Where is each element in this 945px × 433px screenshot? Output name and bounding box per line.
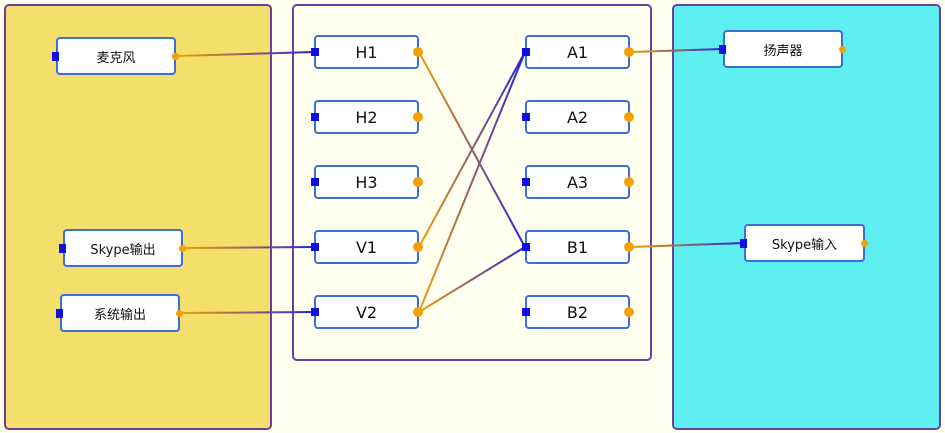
node-label: 系统输出 bbox=[93, 307, 146, 323]
output-port[interactable] bbox=[861, 239, 868, 247]
node-label: 麦克风 bbox=[96, 50, 136, 66]
input-port[interactable] bbox=[522, 178, 530, 186]
node-system-output[interactable]: 系统输出 bbox=[56, 294, 183, 332]
bus-a3[interactable]: A3 bbox=[522, 165, 634, 199]
input-port[interactable] bbox=[522, 308, 530, 316]
input-port[interactable] bbox=[522, 48, 530, 56]
bus-label: B1 bbox=[566, 237, 589, 257]
input-port[interactable] bbox=[311, 113, 319, 121]
input-port[interactable] bbox=[311, 178, 319, 186]
bus-a1[interactable]: A1 bbox=[522, 35, 634, 69]
node-microphone[interactable]: 麦克风 bbox=[52, 37, 179, 75]
output-port[interactable] bbox=[176, 309, 183, 317]
input-port[interactable] bbox=[719, 44, 726, 54]
bus-label: A1 bbox=[566, 42, 589, 62]
node-label: Skype输出 bbox=[90, 242, 156, 258]
bus-b1[interactable]: B1 bbox=[522, 230, 634, 264]
output-port[interactable] bbox=[413, 47, 423, 57]
bus-label: H3 bbox=[355, 172, 378, 192]
output-port[interactable] bbox=[172, 52, 179, 60]
output-port[interactable] bbox=[179, 244, 186, 252]
input-port[interactable] bbox=[59, 243, 66, 253]
input-port[interactable] bbox=[740, 238, 747, 248]
bus-label: V1 bbox=[355, 237, 378, 257]
node-skype-output[interactable]: Skype输出 bbox=[59, 229, 186, 267]
bus-v1[interactable]: V1 bbox=[311, 230, 423, 264]
bus-label: V2 bbox=[355, 302, 378, 322]
output-port[interactable] bbox=[624, 242, 634, 252]
output-port[interactable] bbox=[624, 47, 634, 57]
bus-v2[interactable]: V2 bbox=[311, 295, 423, 329]
output-port[interactable] bbox=[413, 112, 423, 122]
bus-a2[interactable]: A2 bbox=[522, 100, 634, 134]
input-port[interactable] bbox=[311, 48, 319, 56]
output-port[interactable] bbox=[839, 45, 846, 53]
output-devices-panel bbox=[672, 4, 941, 430]
bus-h3[interactable]: H3 bbox=[311, 165, 423, 199]
bus-label: A3 bbox=[566, 172, 589, 192]
bus-h2[interactable]: H2 bbox=[311, 100, 423, 134]
input-port[interactable] bbox=[56, 308, 63, 318]
bus-h1[interactable]: H1 bbox=[311, 35, 423, 69]
bus-label: B2 bbox=[566, 302, 589, 322]
input-port[interactable] bbox=[52, 51, 59, 61]
node-label: 扬声器 bbox=[763, 43, 803, 59]
output-port[interactable] bbox=[624, 177, 634, 187]
bus-label: H1 bbox=[355, 42, 378, 62]
input-port[interactable] bbox=[522, 243, 530, 251]
bus-b2[interactable]: B2 bbox=[522, 295, 634, 329]
input-port[interactable] bbox=[522, 113, 530, 121]
input-port[interactable] bbox=[311, 308, 319, 316]
output-port[interactable] bbox=[413, 242, 423, 252]
node-speaker[interactable]: 扬声器 bbox=[719, 30, 846, 68]
bus-label: H2 bbox=[355, 107, 378, 127]
node-label: Skype输入 bbox=[771, 237, 838, 253]
input-port[interactable] bbox=[311, 243, 319, 251]
input-devices-panel bbox=[4, 4, 272, 430]
output-port[interactable] bbox=[413, 177, 423, 187]
output-port[interactable] bbox=[624, 112, 634, 122]
bus-label: A2 bbox=[566, 107, 589, 127]
output-port[interactable] bbox=[624, 307, 634, 317]
output-port[interactable] bbox=[413, 307, 423, 317]
node-skype-input[interactable]: Skype输入 bbox=[740, 224, 868, 262]
